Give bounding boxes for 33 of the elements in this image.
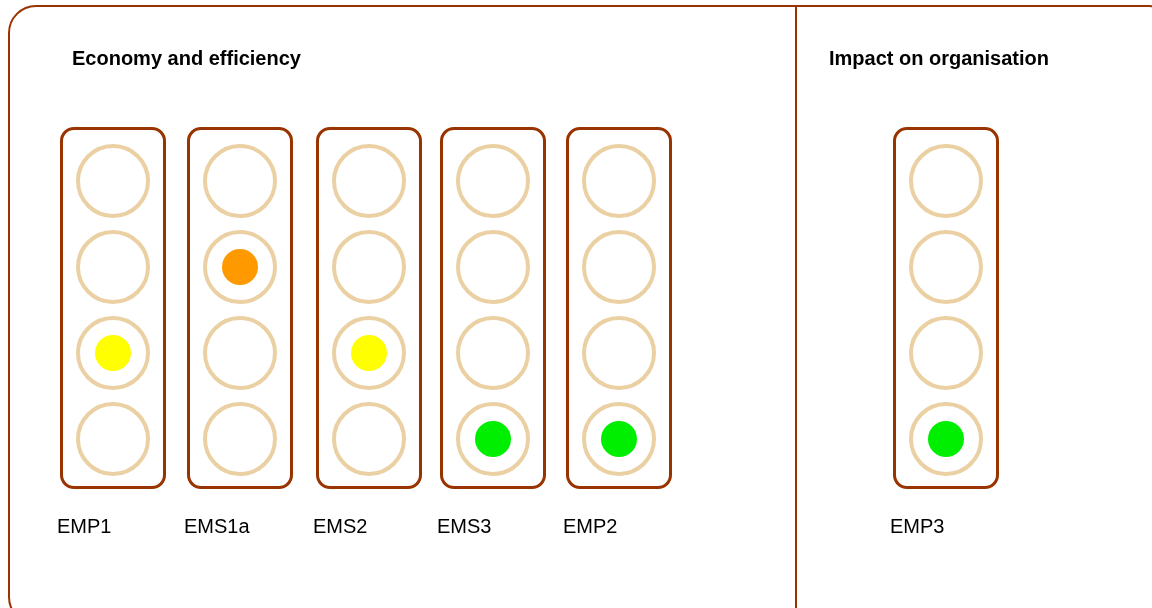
lamp-ring <box>456 316 530 390</box>
lamp-ring <box>909 230 983 304</box>
lamp-ring <box>332 144 406 218</box>
lamp-ring <box>332 230 406 304</box>
lamp-ring <box>909 316 983 390</box>
panel <box>8 5 797 608</box>
lamp-ring <box>582 402 656 476</box>
panel-heading: Impact on organisation <box>829 47 1050 70</box>
lamp-ring <box>332 316 406 390</box>
lamp-ring <box>203 316 277 390</box>
lamp-ring <box>76 316 150 390</box>
lamp-ring <box>332 402 406 476</box>
panel-heading: Economy and efficiency <box>72 47 301 70</box>
lamp-ring <box>456 230 530 304</box>
lamp-ring <box>76 230 150 304</box>
light-label: EMS1a <box>184 515 250 538</box>
light-label: EMP3 <box>890 515 945 538</box>
light-label: EMP1 <box>57 515 112 538</box>
lamp-ring <box>909 144 983 218</box>
lamp-ring <box>76 402 150 476</box>
lamp-ring <box>203 144 277 218</box>
light-label: EMS2 <box>313 515 368 538</box>
lamp-ring <box>582 144 656 218</box>
light-label: EMS3 <box>437 515 492 538</box>
lamp-ring <box>76 144 150 218</box>
lamp-ring <box>203 402 277 476</box>
lamp-ring <box>582 230 656 304</box>
light-label: EMP2 <box>563 515 618 538</box>
lamp-ring <box>456 402 530 476</box>
lamp-ring <box>909 402 983 476</box>
lamp-ring <box>456 144 530 218</box>
lamp-ring <box>203 230 277 304</box>
lamp-ring <box>582 316 656 390</box>
